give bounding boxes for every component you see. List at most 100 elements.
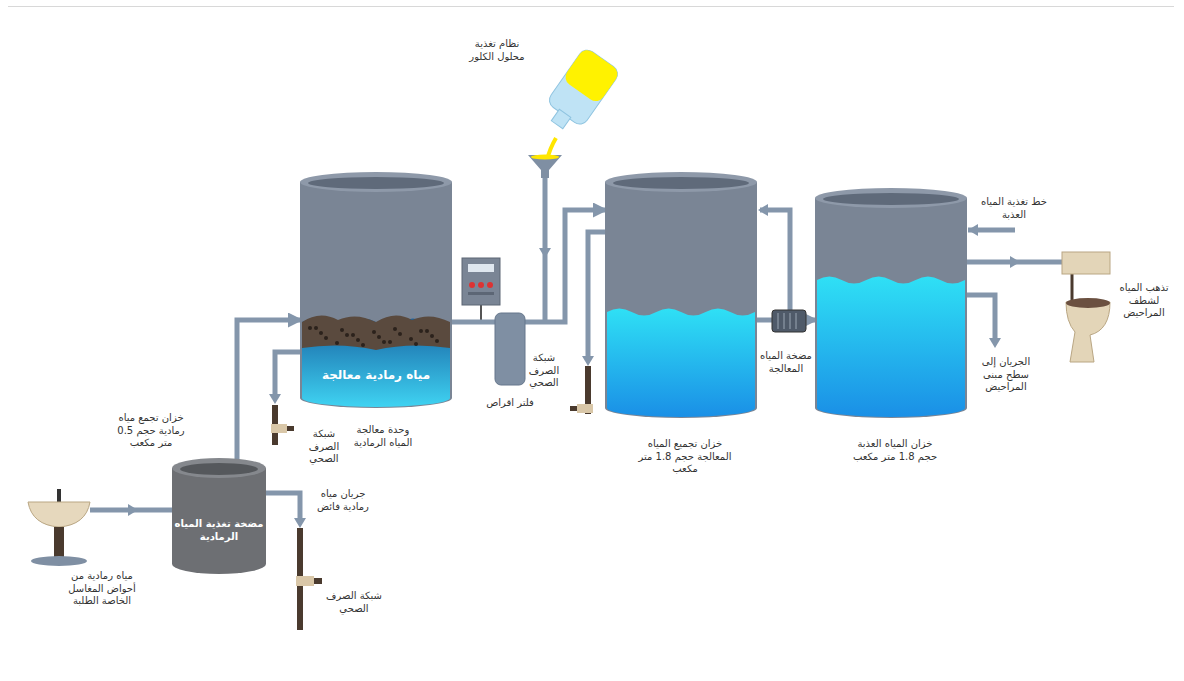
chlorine-feed — [551, 109, 570, 128]
drain-pipes — [271, 424, 287, 433]
pipes — [265, 493, 300, 522]
tank-outline — [172, 458, 266, 574]
tank-title: خزان تجميع المياه المعالجة حجم 1.8 متر م… — [633, 438, 737, 476]
tank-title: خزان المياه العذبة حجم 1.8 متر مكعب — [847, 438, 943, 463]
toilet-symbol — [1062, 252, 1110, 362]
sludge-particle — [398, 332, 402, 336]
drain-pipes — [577, 404, 593, 413]
toilet-symbol — [1071, 274, 1074, 300]
sludge-particle — [409, 337, 413, 341]
control-panel — [480, 305, 482, 322]
sink-symbol — [28, 502, 90, 527]
tank-content-label: مضخة تغذية المياه الرمادية — [174, 518, 264, 543]
toilet-symbol — [1066, 302, 1110, 362]
tank-body — [815, 198, 967, 418]
tank-opening — [180, 463, 258, 475]
control-panel — [468, 292, 494, 295]
sludge-particle — [356, 338, 360, 342]
control-panel — [462, 258, 500, 305]
tank-title: خزان تجمع مياه رمادية حجم 0.5 متر مكعب — [110, 412, 192, 450]
sludge-particle — [414, 342, 418, 346]
storage-tank: خزان المياه العذبة حجم 1.8 متر مكعب — [815, 188, 967, 418]
sink-symbol — [31, 556, 87, 566]
tank-top — [815, 188, 967, 208]
flow-arrows — [1010, 256, 1020, 268]
sludge-particle — [308, 326, 312, 330]
sludge-particle — [372, 330, 376, 334]
pipes — [588, 232, 605, 358]
callout-label: خط تغذية المياه العذبة — [972, 196, 1056, 221]
tank-opening — [308, 177, 444, 189]
chlorine-feed — [562, 47, 621, 105]
tank-body — [605, 182, 757, 418]
flow-arrows — [989, 338, 1001, 348]
toilet-symbol — [1066, 298, 1110, 308]
sludge-particle — [393, 327, 397, 331]
tank-top — [300, 172, 452, 192]
sink-symbol — [54, 527, 64, 560]
sludge-particle — [435, 339, 439, 343]
control-panel — [478, 282, 484, 288]
flow-arrows — [294, 518, 306, 528]
tank-outline — [605, 172, 757, 418]
drain-pipes — [314, 578, 322, 584]
pipes — [275, 352, 300, 395]
chlorine-feed — [531, 155, 559, 160]
tank-title: وحدة معالجة المياه الرمادية — [352, 424, 414, 449]
sludge-particle — [382, 340, 386, 344]
sludge-particle — [345, 333, 349, 337]
callout-label: شبكة الصرف الصحي — [326, 590, 382, 615]
filter-unit: فلتر اقراص — [495, 313, 525, 385]
sink-symbol — [57, 489, 61, 502]
water-fill — [607, 309, 755, 418]
control-panel — [462, 258, 500, 322]
tank-opening — [823, 193, 959, 205]
callout-label: تذهب المياه لشطف المراحيض — [1114, 282, 1174, 320]
flow-arrows — [128, 504, 138, 516]
storage-tank: خزان تجميع المياه المعالجة حجم 1.8 متر م… — [605, 172, 757, 418]
sludge-particle — [361, 343, 365, 347]
callout-label: جريان مياه رمادية فائض — [312, 488, 374, 513]
pump-symbol — [772, 310, 806, 332]
tank-top — [605, 172, 757, 192]
sludge-particle — [324, 336, 328, 340]
storage-tank: خزان تجمع مياه رمادية حجم 0.5 متر مكعبمض… — [172, 458, 266, 574]
pipes — [90, 178, 1062, 522]
sludge-particle — [419, 329, 423, 333]
tank-outline — [495, 313, 525, 385]
sink-symbol — [28, 489, 90, 566]
control-panel — [487, 282, 493, 288]
callout-label: الجريان إلى سطح مبنى المراحيض — [970, 356, 1042, 394]
sludge-particle — [319, 331, 323, 335]
tank-content-label: مياه رمادية معالجة — [306, 368, 446, 383]
callout-label: مضخة المياه المعالجة — [758, 350, 814, 375]
flow-arrows — [539, 248, 551, 258]
pipe-connector — [525, 210, 605, 322]
sludge-particle — [335, 341, 339, 345]
storage-tank: مياه رمادية معالجةوحدة معالجة المياه الر… — [300, 172, 452, 408]
sludge-particle — [425, 329, 429, 333]
sludge-particle — [314, 326, 318, 330]
drain-pipes — [271, 366, 593, 630]
water-fill — [817, 277, 965, 418]
sludge-layer — [302, 315, 450, 350]
callout-label: نظام تغذية محلول الكلور — [462, 38, 532, 63]
callout-label: مياه رمادية من أحواض المغاسل الخاصة الطل… — [62, 570, 142, 608]
tank-top — [172, 458, 266, 478]
sludge-particle — [388, 340, 392, 344]
tank-opening — [613, 177, 749, 189]
sludge-particle — [430, 334, 434, 338]
pipe-connector — [452, 320, 495, 325]
callout-label: شبكة الصرف الصحي — [518, 352, 570, 390]
drain-pipes — [570, 406, 577, 411]
tank-outline — [815, 188, 967, 418]
filter-body — [495, 313, 525, 385]
drain-pipes — [296, 576, 314, 586]
tank-body — [300, 182, 452, 408]
pump-symbol — [784, 313, 785, 329]
sludge-particle — [351, 333, 355, 337]
